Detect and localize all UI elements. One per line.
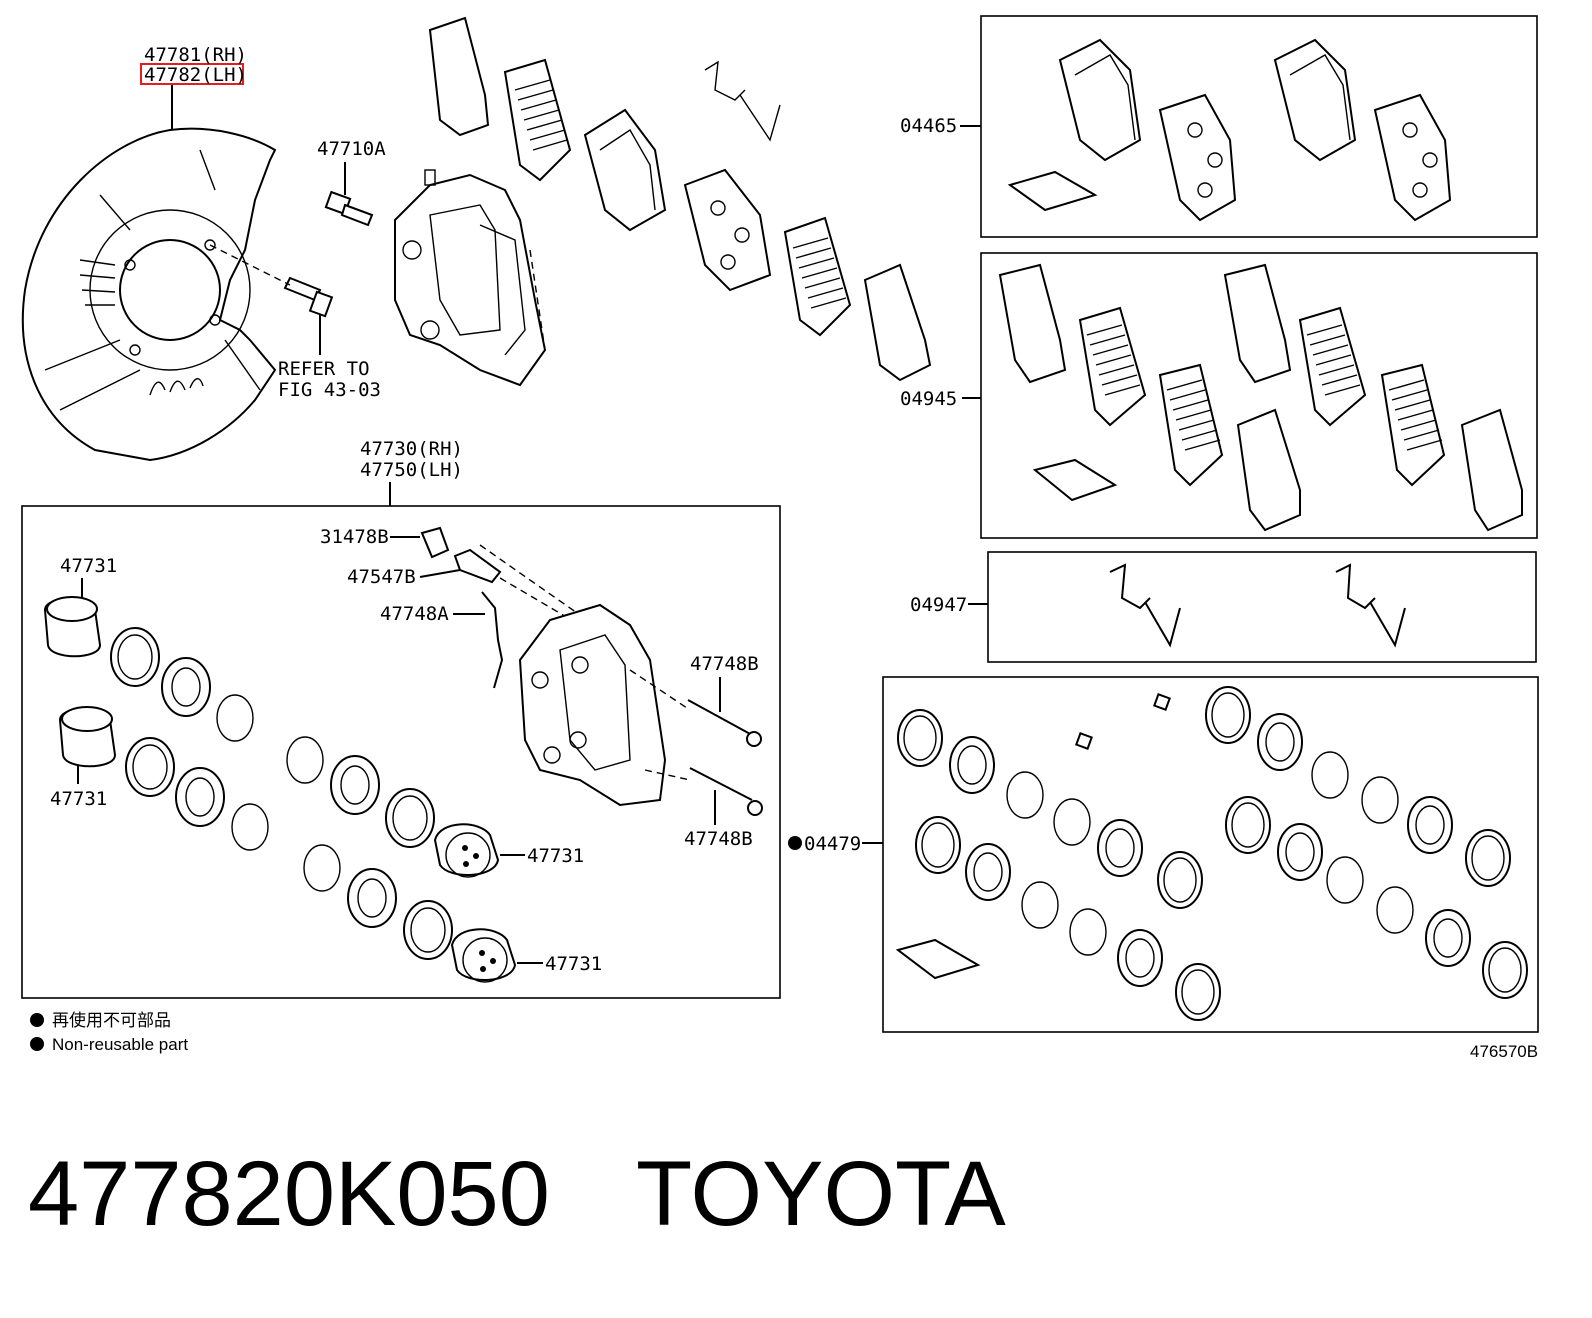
legend-en: Non-reusable part [52,1035,188,1054]
piston-c [433,823,500,878]
caption-part-number: 477820K050 [28,1143,550,1245]
bleeder-cap [420,526,450,559]
piston-a [43,596,102,658]
label-spring: 47748A [380,603,449,625]
retainer-ring [303,844,341,892]
label-caliper-lh: 47750(LH) [360,459,463,481]
legend-jp: 再使用不可部品 [52,1010,171,1030]
label-cap: 31478B [320,526,389,548]
label-pin-top: 47748B [690,653,759,675]
kit-box-seals [882,676,1539,1033]
label-kit-springs: 04947 [910,594,967,616]
dust-boot [330,755,380,815]
legend-dot-en [30,1037,44,1051]
non-reusable-dot [788,836,802,850]
cap-guide [479,544,581,616]
kit-seals-contents [895,686,1528,1021]
dust-boot [347,868,397,928]
label-refer-1: REFER TO [278,358,370,380]
dust-boot [161,657,211,717]
label-piston-d: 47731 [545,953,602,975]
label-caliper-rh: 47730(RH) [360,438,463,460]
retainer-ring [216,694,254,742]
label-pin-bottom: 47748B [684,828,753,850]
pin-top [687,699,753,736]
top-pad-row [428,16,932,382]
pad-spring [481,591,504,689]
dust-shield [21,127,277,462]
caliper-bolt [324,190,374,227]
bleeder-screw [453,548,502,584]
legend-dot-jp [30,1013,44,1027]
label-kit-shims: 04945 [900,388,957,410]
label-kit-seals: 04479 [804,833,861,855]
caption-brand: TOYOTA [636,1143,1006,1245]
kit-springs-contents [1109,563,1406,648]
shield-bolt [283,276,334,318]
piston-d [450,928,517,983]
shield-bolt-guide [209,244,291,286]
label-bleeder: 47547B [347,566,416,588]
caliper-top [394,169,547,387]
label-piston-a: 47731 [60,555,117,577]
label-kit-pads: 04465 [900,115,957,137]
piston-b [58,706,117,768]
caliper-body [518,603,691,807]
retainer-ring [231,803,269,851]
label-shield-lh: 47782(LH) [144,64,247,86]
label-refer-2: FIG 43-03 [278,379,381,401]
bleeder-leader [419,569,461,578]
retainer-ring [286,736,324,784]
label-bolt: 47710A [317,138,386,160]
dust-boot [175,767,225,827]
label-piston-c: 47731 [527,845,584,867]
pin-bottom [689,767,753,801]
label-figure-id: 476570B [1470,1042,1538,1061]
highlight-box [140,63,244,85]
kit-pads-contents [1007,38,1452,222]
caliper-assembly-box [21,505,781,999]
label-shield-rh: 47781(RH) [144,44,247,66]
kit-box-shims [980,252,1538,539]
kit-shims-contents [998,263,1523,532]
label-piston-b: 47731 [50,788,107,810]
kit-box-springs [987,551,1537,663]
